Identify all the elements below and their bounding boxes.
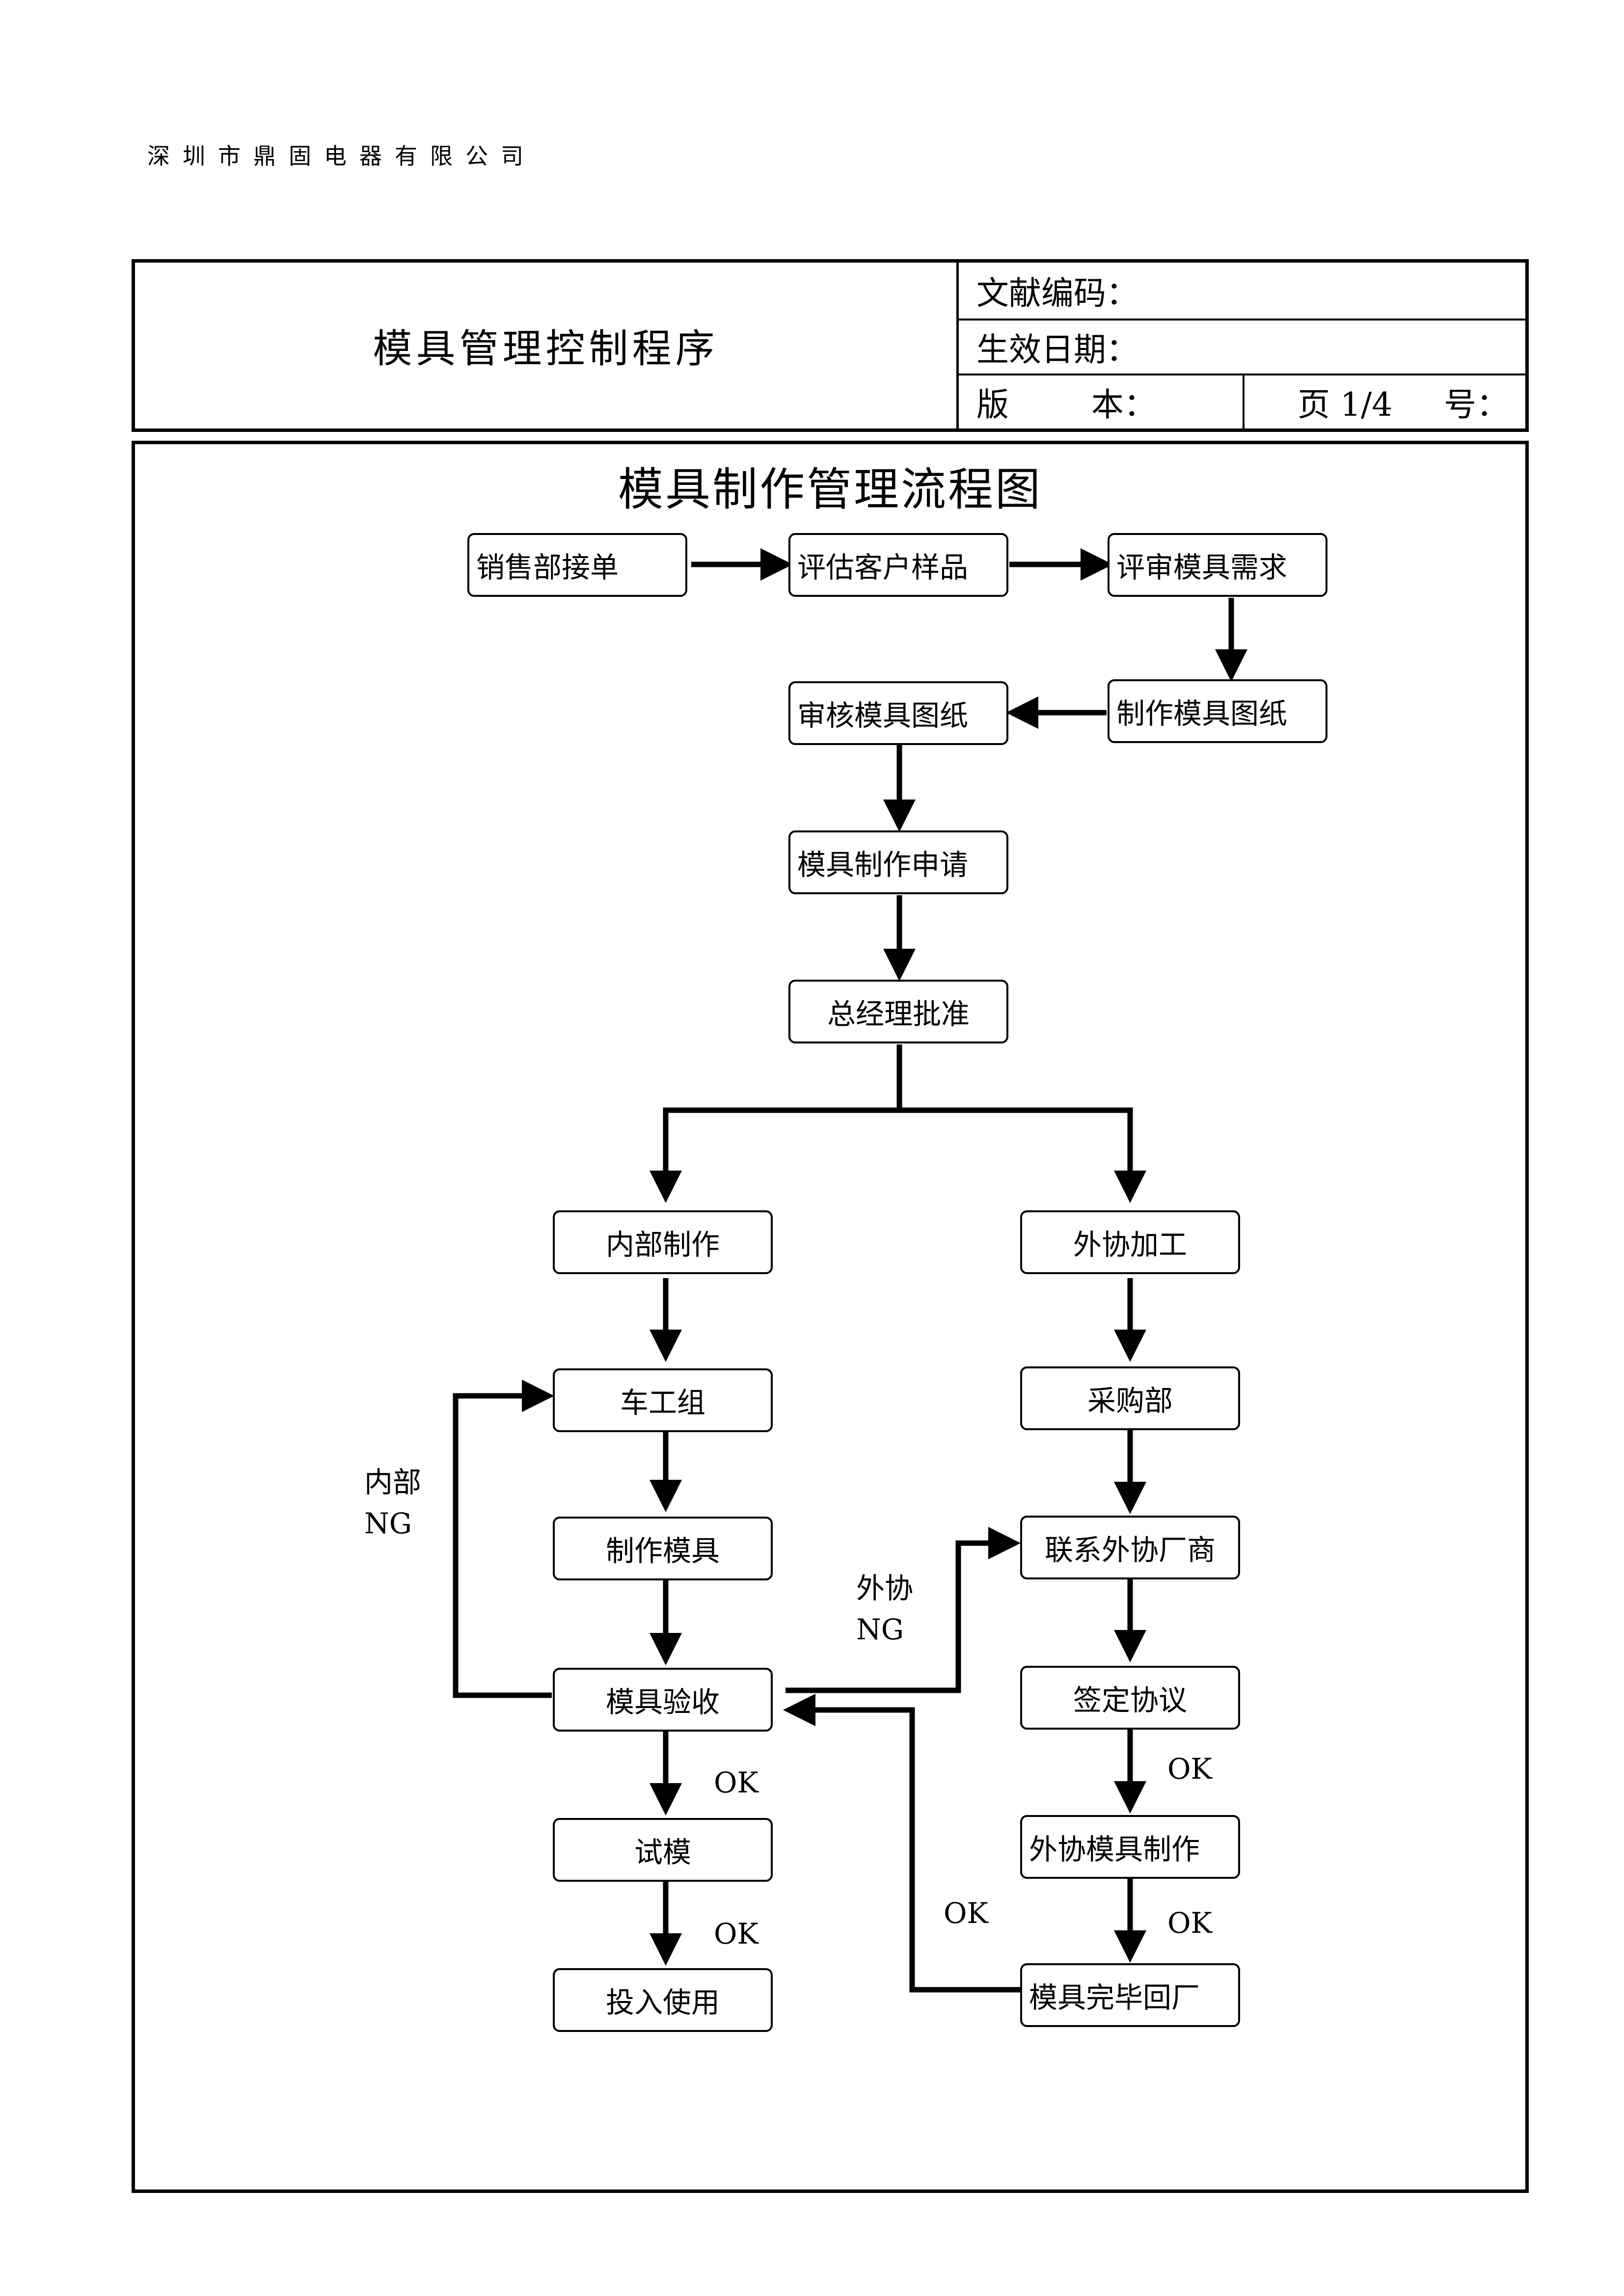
label-ok-sign-ext: OK [1167,1752,1212,1786]
node-sales-order: 销售部接单 [467,533,687,597]
effective-date-label: 生效日期： [976,331,1138,369]
page-number-label: 页 1/4 号： [1298,386,1509,424]
node-make-mold: 制作模具 [553,1517,773,1580]
label-ok-ext-returned: OK [1167,1906,1212,1940]
node-lathe-group: 车工组 [553,1368,773,1432]
doc-code-field: 文献编码： [959,263,1525,320]
label-ok-trial-use: OK [714,1917,758,1950]
node-mold-application: 模具制作申请 [788,830,1008,894]
edge-external-ng-loop [785,1527,1021,1693]
label-external-ng: 外协 NG [856,1572,914,1647]
node-external-mold-production: 外协模具制作 [1020,1815,1240,1879]
document-title: 模具管理控制程序 [135,263,959,428]
version-page-field: 版 本： 页 1/4 号： [959,375,1525,428]
node-gm-approval: 总经理批准 [788,980,1008,1043]
node-external-processing: 外协加工 [1020,1210,1240,1274]
flowchart-title: 模具制作管理流程图 [618,463,1042,516]
edge-return-loop [783,1694,1020,1993]
node-put-into-use: 投入使用 [553,1968,773,2032]
edge-branch-to-internal [650,1107,899,1203]
label-ok-return: OK [944,1896,988,1930]
edge-internal-ng-loop [453,1380,554,1698]
company-name: 深圳市鼎固电器有限公司 [147,143,536,169]
node-trial-mold: 试模 [553,1818,773,1882]
node-mold-returned: 模具完毕回厂 [1020,1963,1240,2027]
edge-branch-to-external [899,1107,1146,1203]
node-purchasing-dept: 采购部 [1020,1366,1240,1430]
doc-code-label: 文献编码： [976,274,1138,312]
version-label: 版 本： [976,386,1156,424]
node-contact-vendor: 联系外协厂商 [1020,1516,1240,1579]
node-make-drawing: 制作模具图纸 [1108,679,1327,743]
node-internal-production: 内部制作 [553,1210,773,1274]
node-sign-agreement: 签定协议 [1020,1666,1240,1730]
version-page-divider [1243,375,1245,428]
label-internal-ng: 内部 NG [364,1466,422,1541]
node-evaluate-sample: 评估客户样品 [788,533,1008,597]
flowchart-frame: 模具制作管理流程图 [132,441,1529,2193]
label-ok-accept-trial: OK [714,1766,758,1799]
node-audit-drawing: 审核模具图纸 [788,681,1008,745]
effective-date-field: 生效日期： [959,320,1525,375]
document-header-table: 模具管理控制程序 文献编码： 生效日期： 版 本： 页 1/4 号： [132,259,1529,432]
node-review-requirement: 评审模具需求 [1108,533,1327,597]
node-mold-acceptance: 模具验收 [553,1668,773,1732]
